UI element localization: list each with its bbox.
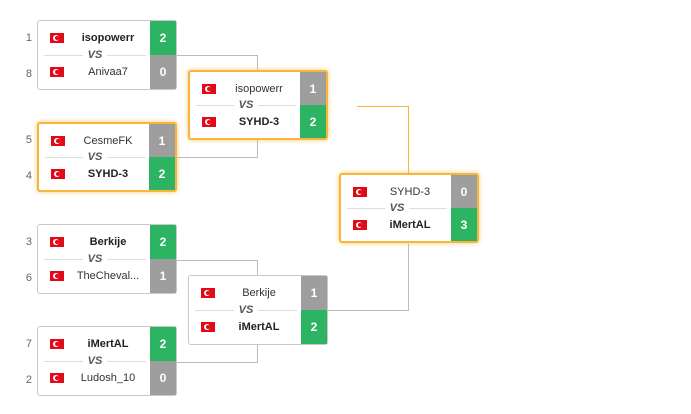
vs-divider: VS <box>44 49 146 61</box>
match-card[interactable]: isopowerr 2 VS Anivaa7 0 <box>37 20 177 90</box>
score-badge: 2 <box>150 21 176 55</box>
match-card[interactable]: isopowerr 1 VS SYHD-3 2 <box>188 70 328 140</box>
turkey-flag-icon <box>202 117 216 127</box>
team-name: TheCheval... <box>76 270 140 282</box>
score-badge: 0 <box>451 175 477 208</box>
connector-line <box>357 106 409 107</box>
turkey-flag-icon <box>353 220 367 230</box>
turkey-flag-icon <box>50 33 64 43</box>
team-name: iMertAL <box>389 218 431 231</box>
team-row[interactable]: isopowerr 2 <box>38 21 176 55</box>
connector-line <box>326 310 409 311</box>
team-row[interactable]: iMertAL 3 <box>341 208 477 241</box>
turkey-flag-icon <box>50 271 64 281</box>
turkey-flag-icon <box>50 237 64 247</box>
seed-number: 3 <box>25 236 32 248</box>
vs-divider: VS <box>45 151 145 163</box>
seed-number: 5 <box>25 134 32 146</box>
team-row[interactable]: Berkije 2 <box>38 225 176 259</box>
vs-label: VS <box>87 355 103 367</box>
seed-number: 7 <box>25 338 32 350</box>
vs-divider: VS <box>44 253 146 265</box>
team-row[interactable]: isopowerr 1 <box>190 72 326 105</box>
match-card[interactable]: Berkije 2 VS TheCheval... 1 <box>37 224 177 294</box>
vs-divider: VS <box>347 202 447 214</box>
team-row[interactable]: iMertAL 2 <box>189 310 327 344</box>
vs-divider: VS <box>44 355 146 367</box>
team-name: Ludosh_10 <box>80 372 136 384</box>
turkey-flag-icon <box>50 67 64 77</box>
score-badge: 2 <box>150 225 176 259</box>
score-badge: 2 <box>150 327 176 361</box>
vs-label: VS <box>238 304 254 316</box>
connector-line <box>408 244 409 311</box>
score-badge: 2 <box>149 157 175 190</box>
connector-line <box>176 362 258 363</box>
team-row[interactable]: Berkije 1 <box>189 276 327 310</box>
match-card[interactable]: SYHD-3 0 VS iMertAL 3 <box>339 173 479 243</box>
score-badge: 2 <box>300 105 326 138</box>
score-badge: 3 <box>451 208 477 241</box>
team-row[interactable]: SYHD-3 0 <box>341 175 477 208</box>
team-name: SYHD-3 <box>87 167 129 180</box>
seed-number: 1 <box>25 32 32 44</box>
seed-number: 4 <box>25 170 32 182</box>
turkey-flag-icon <box>353 187 367 197</box>
connector-line <box>408 106 409 174</box>
turkey-flag-icon <box>50 373 64 383</box>
connector-line <box>176 157 258 158</box>
vs-label: VS <box>87 151 103 163</box>
vs-label: VS <box>87 49 103 61</box>
team-row[interactable]: Ludosh_10 0 <box>38 361 176 395</box>
team-row[interactable]: iMertAL 2 <box>38 327 176 361</box>
match-card[interactable]: iMertAL 2 VS Ludosh_10 0 <box>37 326 177 396</box>
team-row[interactable]: TheCheval... 1 <box>38 259 176 293</box>
score-badge: 1 <box>300 72 326 105</box>
turkey-flag-icon <box>201 288 215 298</box>
team-name: Anivaa7 <box>88 66 128 78</box>
connector-line <box>176 55 258 56</box>
team-row[interactable]: SYHD-3 2 <box>39 157 175 190</box>
score-badge: 1 <box>149 124 175 157</box>
seed-number: 2 <box>25 374 32 386</box>
turkey-flag-icon <box>51 136 65 146</box>
team-row[interactable]: CesmeFK 1 <box>39 124 175 157</box>
vs-label: VS <box>238 99 254 111</box>
vs-divider: VS <box>196 99 296 111</box>
team-name: iMertAL <box>238 321 280 333</box>
turkey-flag-icon <box>50 339 64 349</box>
match-card[interactable]: Berkije 1 VS iMertAL 2 <box>188 275 328 345</box>
turkey-flag-icon <box>201 322 215 332</box>
vs-label: VS <box>87 253 103 265</box>
vs-divider: VS <box>195 304 297 316</box>
score-badge: 0 <box>150 55 176 89</box>
score-badge: 2 <box>301 310 327 344</box>
seed-number: 6 <box>25 272 32 284</box>
score-badge: 1 <box>301 276 327 310</box>
team-row[interactable]: Anivaa7 0 <box>38 55 176 89</box>
seed-number: 8 <box>25 68 32 80</box>
team-name: SYHD-3 <box>238 115 280 128</box>
vs-label: VS <box>389 202 405 214</box>
turkey-flag-icon <box>51 169 65 179</box>
score-badge: 0 <box>150 361 176 395</box>
match-card[interactable]: CesmeFK 1 VS SYHD-3 2 <box>37 122 177 192</box>
team-row[interactable]: SYHD-3 2 <box>190 105 326 138</box>
score-badge: 1 <box>150 259 176 293</box>
turkey-flag-icon <box>202 84 216 94</box>
connector-line <box>176 260 258 261</box>
